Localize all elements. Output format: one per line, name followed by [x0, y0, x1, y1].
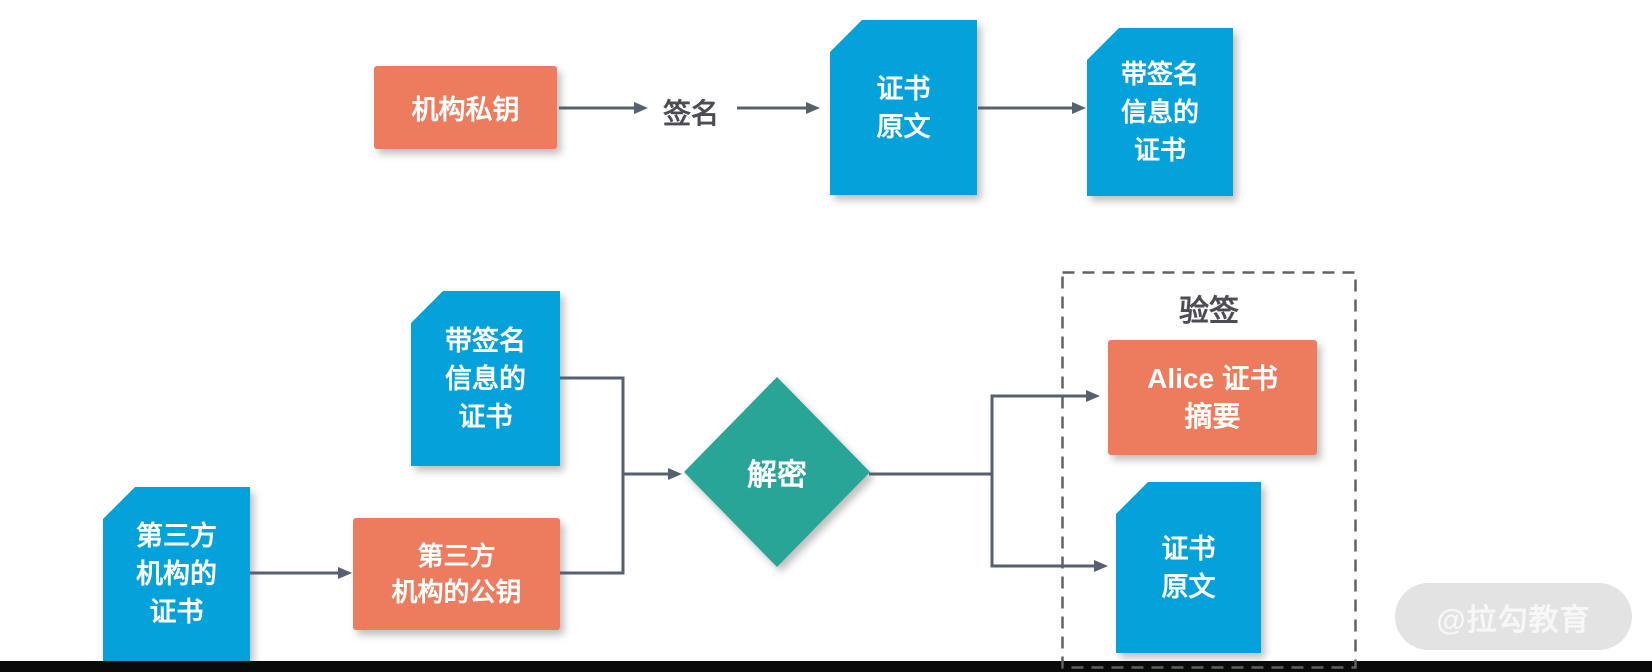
doc-text-line: 证书 — [149, 597, 204, 627]
doc-text-line: 第三方 — [136, 521, 217, 551]
doc-text-line: 带签名 — [1120, 59, 1199, 89]
node-private-key: 机构私钥 — [374, 66, 557, 149]
diamond-text: 解密 — [747, 459, 807, 492]
box-text-line: 机构的公钥 — [391, 577, 522, 607]
doc-text-line: 证书 — [458, 401, 513, 432]
node-cert-original-top: 证书 原文 — [830, 20, 977, 195]
doc-text-line: 原文 — [1161, 571, 1216, 602]
doc-text-line: 证书 — [1133, 135, 1186, 165]
node-third-party-cert: 第三方 机构的 证书 — [103, 487, 250, 661]
box-text-line: Alice 证书 — [1147, 362, 1278, 394]
footer-bar — [0, 661, 1652, 672]
box-text-line: 第三方 — [417, 541, 496, 571]
node-signed-cert-top: 带签名 信息的 证书 — [1087, 28, 1233, 196]
doc-text-line: 带签名 — [445, 325, 526, 356]
doc-text-line: 机构的 — [136, 559, 217, 589]
node-decrypt: 解密 — [684, 377, 870, 567]
node-third-party-pubkey: 第三方 机构的公钥 — [353, 518, 560, 630]
doc-text-line: 证书 — [1161, 533, 1216, 564]
verify-group-title: 验签 — [1179, 295, 1239, 328]
watermark-badge: @拉勾教育 — [1395, 583, 1632, 650]
doc-text-line: 证书 — [876, 73, 931, 104]
doc-text-line: 原文 — [876, 111, 931, 142]
doc-text-line: 信息的 — [1120, 97, 1199, 127]
sign-label: 签名 — [662, 98, 719, 129]
doc-text-line: 信息的 — [445, 363, 526, 394]
node-alice-digest: Alice 证书 摘要 — [1108, 340, 1317, 455]
node-cert-original-verify: 证书 原文 — [1116, 482, 1261, 653]
node-signed-cert: 带签名 信息的 证书 — [411, 291, 560, 466]
box-text-line: 摘要 — [1184, 400, 1241, 432]
